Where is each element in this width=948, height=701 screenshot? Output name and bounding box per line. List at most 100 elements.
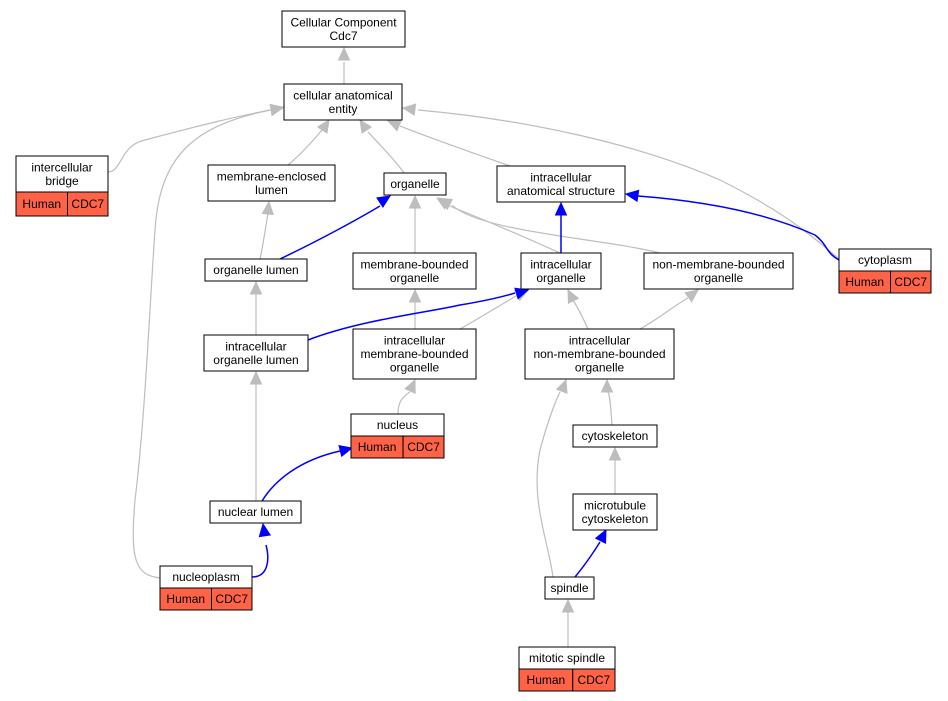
edge-line [459,294,519,330]
node-label-line: organelle lumen [213,263,298,277]
node-label-line: Cellular Component [290,15,397,29]
edge-line [261,450,341,502]
edge-line [397,391,411,415]
gene-label: CDC7 [578,673,611,687]
edge-ias-to-cae [386,119,511,167]
edge-inmbo-to-nmbo [639,289,699,330]
node-intracellular-non-membrane-bounded-organelle[interactable]: intracellularnon-membrane-boundedorganel… [524,328,675,380]
node-organelle[interactable]: organelle [383,172,447,196]
edge-line [107,107,283,173]
edge-nucleus-to-imbo [397,378,416,415]
edge-arrowhead [408,288,422,303]
node-box [283,83,403,121]
node-nuclear-lumen[interactable]: nuclear lumen [209,500,302,524]
edge-arrowhead [249,280,263,295]
node-box [383,172,447,196]
edge-arrowhead [437,198,453,211]
node-spindle[interactable]: spindle [544,576,595,600]
node-label-line: entity [329,102,358,116]
edge-ol-to-mel [259,200,275,260]
edge-spindle-to-mtc [574,528,607,578]
edge-arrowhead [386,119,402,132]
edge-arrowhead [624,189,640,203]
edge-arrowhead [554,201,568,216]
edge-line [574,541,601,578]
edge-line [132,109,271,579]
edge-nucleoplasm-to-nl [251,522,272,578]
node-box [209,500,302,524]
edge-bridge-to-cae [107,103,285,173]
node-label-line: membrane-bounded [360,257,468,271]
edge-arrowhead [608,446,622,461]
edge-cytoplasm-to-cae [401,103,840,260]
node-organelle-lumen[interactable]: organelle lumen [204,258,308,282]
gene-label: CDC7 [215,592,248,606]
node-label-line: Cdc7 [329,29,357,43]
edge-line [607,391,613,426]
gene-label: CDC7 [407,440,440,454]
node-label-line: intracellular [530,170,591,184]
edge-io-to-ias [554,201,568,253]
node-box [572,493,658,531]
node-label-line: non-membrane-bounded [533,347,665,361]
gene-badge [211,587,253,611]
node-box [207,164,336,202]
edge-imbo-to-mbo [408,288,422,329]
edge-organelle-to-cae [359,118,405,174]
gene-badge [67,191,109,217]
node-label-line: non-membrane-bounded [652,257,784,271]
node-label-line: cytoplasm [858,253,912,267]
edge-line [639,297,689,330]
edge-ol-to-organelle [279,195,392,260]
node-label-line: intracellular [569,334,630,348]
edge-nucleoplasm-to-cae [132,103,285,579]
node-label-line: nuclear lumen [218,505,293,519]
edge-arrowhead [555,378,568,394]
node-label-line: intracellular [384,334,445,348]
edge-inmbo-to-io [567,288,589,330]
edge-arrowhead [684,289,699,303]
edge-ms-to-spindle [561,598,575,647]
edge-line [287,129,323,166]
node-label-line: nucleus [377,418,418,432]
node-label-line: organelle [390,271,440,285]
edge-line [307,292,516,341]
gene-badge [572,668,616,692]
edge-nl-to-iol [249,370,263,501]
node-label-line: membrane-bounded [360,347,468,361]
edge-line [572,299,589,330]
node-box [281,10,406,48]
edge-mtc-to-cytoskeleton [608,446,622,494]
species-label: Human [358,440,397,454]
gene-label: CDC7 [894,275,927,289]
graph-edges [107,46,840,647]
node-label-line: lumen [255,183,288,197]
node-label-line: organelle [390,361,440,375]
edge-arrowhead [404,378,416,394]
edge-line [279,205,381,260]
node-box [203,334,309,372]
gene-badge [890,270,932,294]
edge-nl-to-nucleus [261,444,354,502]
edge-arrowhead [249,370,263,385]
species-label: Human [22,197,61,211]
node-cytoskeleton[interactable]: cytoskeleton [572,424,658,448]
edge-line [637,195,840,261]
gene-badge [402,435,445,459]
